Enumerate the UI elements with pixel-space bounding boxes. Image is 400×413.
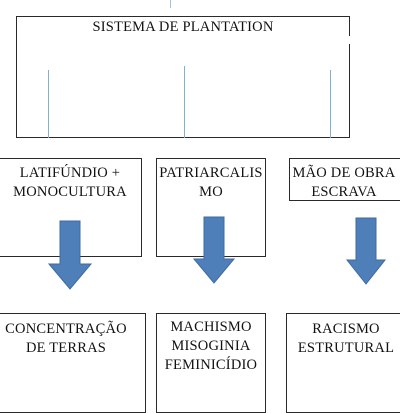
down-arrow-left bbox=[47, 220, 93, 290]
top-tick-line bbox=[170, 0, 171, 8]
middle-box-mao-de-obra-text: MÃO DE OBRA ESCRAVA bbox=[292, 165, 396, 200]
connector-line-right bbox=[330, 70, 331, 138]
bottom-box-concentracao bbox=[0, 313, 146, 413]
bottom-box-racismo-text: RACISMO ESTRUTURAL bbox=[297, 321, 395, 356]
bottom-box-racismo bbox=[286, 313, 400, 413]
bottom-box-concentracao-text: CONCENTRAÇÃO DE TERRAS bbox=[5, 321, 127, 356]
connector-line-left bbox=[48, 70, 49, 138]
top-box-title: SISTEMA DE PLANTATION bbox=[92, 19, 274, 35]
bottom-box-machismo-text: MACHISMO MISOGINIA FEMINICÍDIO bbox=[164, 319, 258, 373]
middle-box-latifundio-text: LATIFÚNDIO + MONOCULTURA bbox=[13, 165, 127, 200]
down-arrow-center bbox=[192, 216, 236, 284]
middle-box-patriarcalismo-text: PATRIARCALIS MO bbox=[159, 165, 263, 200]
top-box-sistema bbox=[16, 16, 350, 138]
middle-box-mao-de-obra bbox=[289, 158, 400, 201]
down-arrow-right bbox=[345, 217, 387, 285]
top-box-right-edge bbox=[349, 16, 350, 36]
top-box-right-edge-lower bbox=[349, 44, 350, 138]
connector-line-center bbox=[184, 66, 185, 138]
